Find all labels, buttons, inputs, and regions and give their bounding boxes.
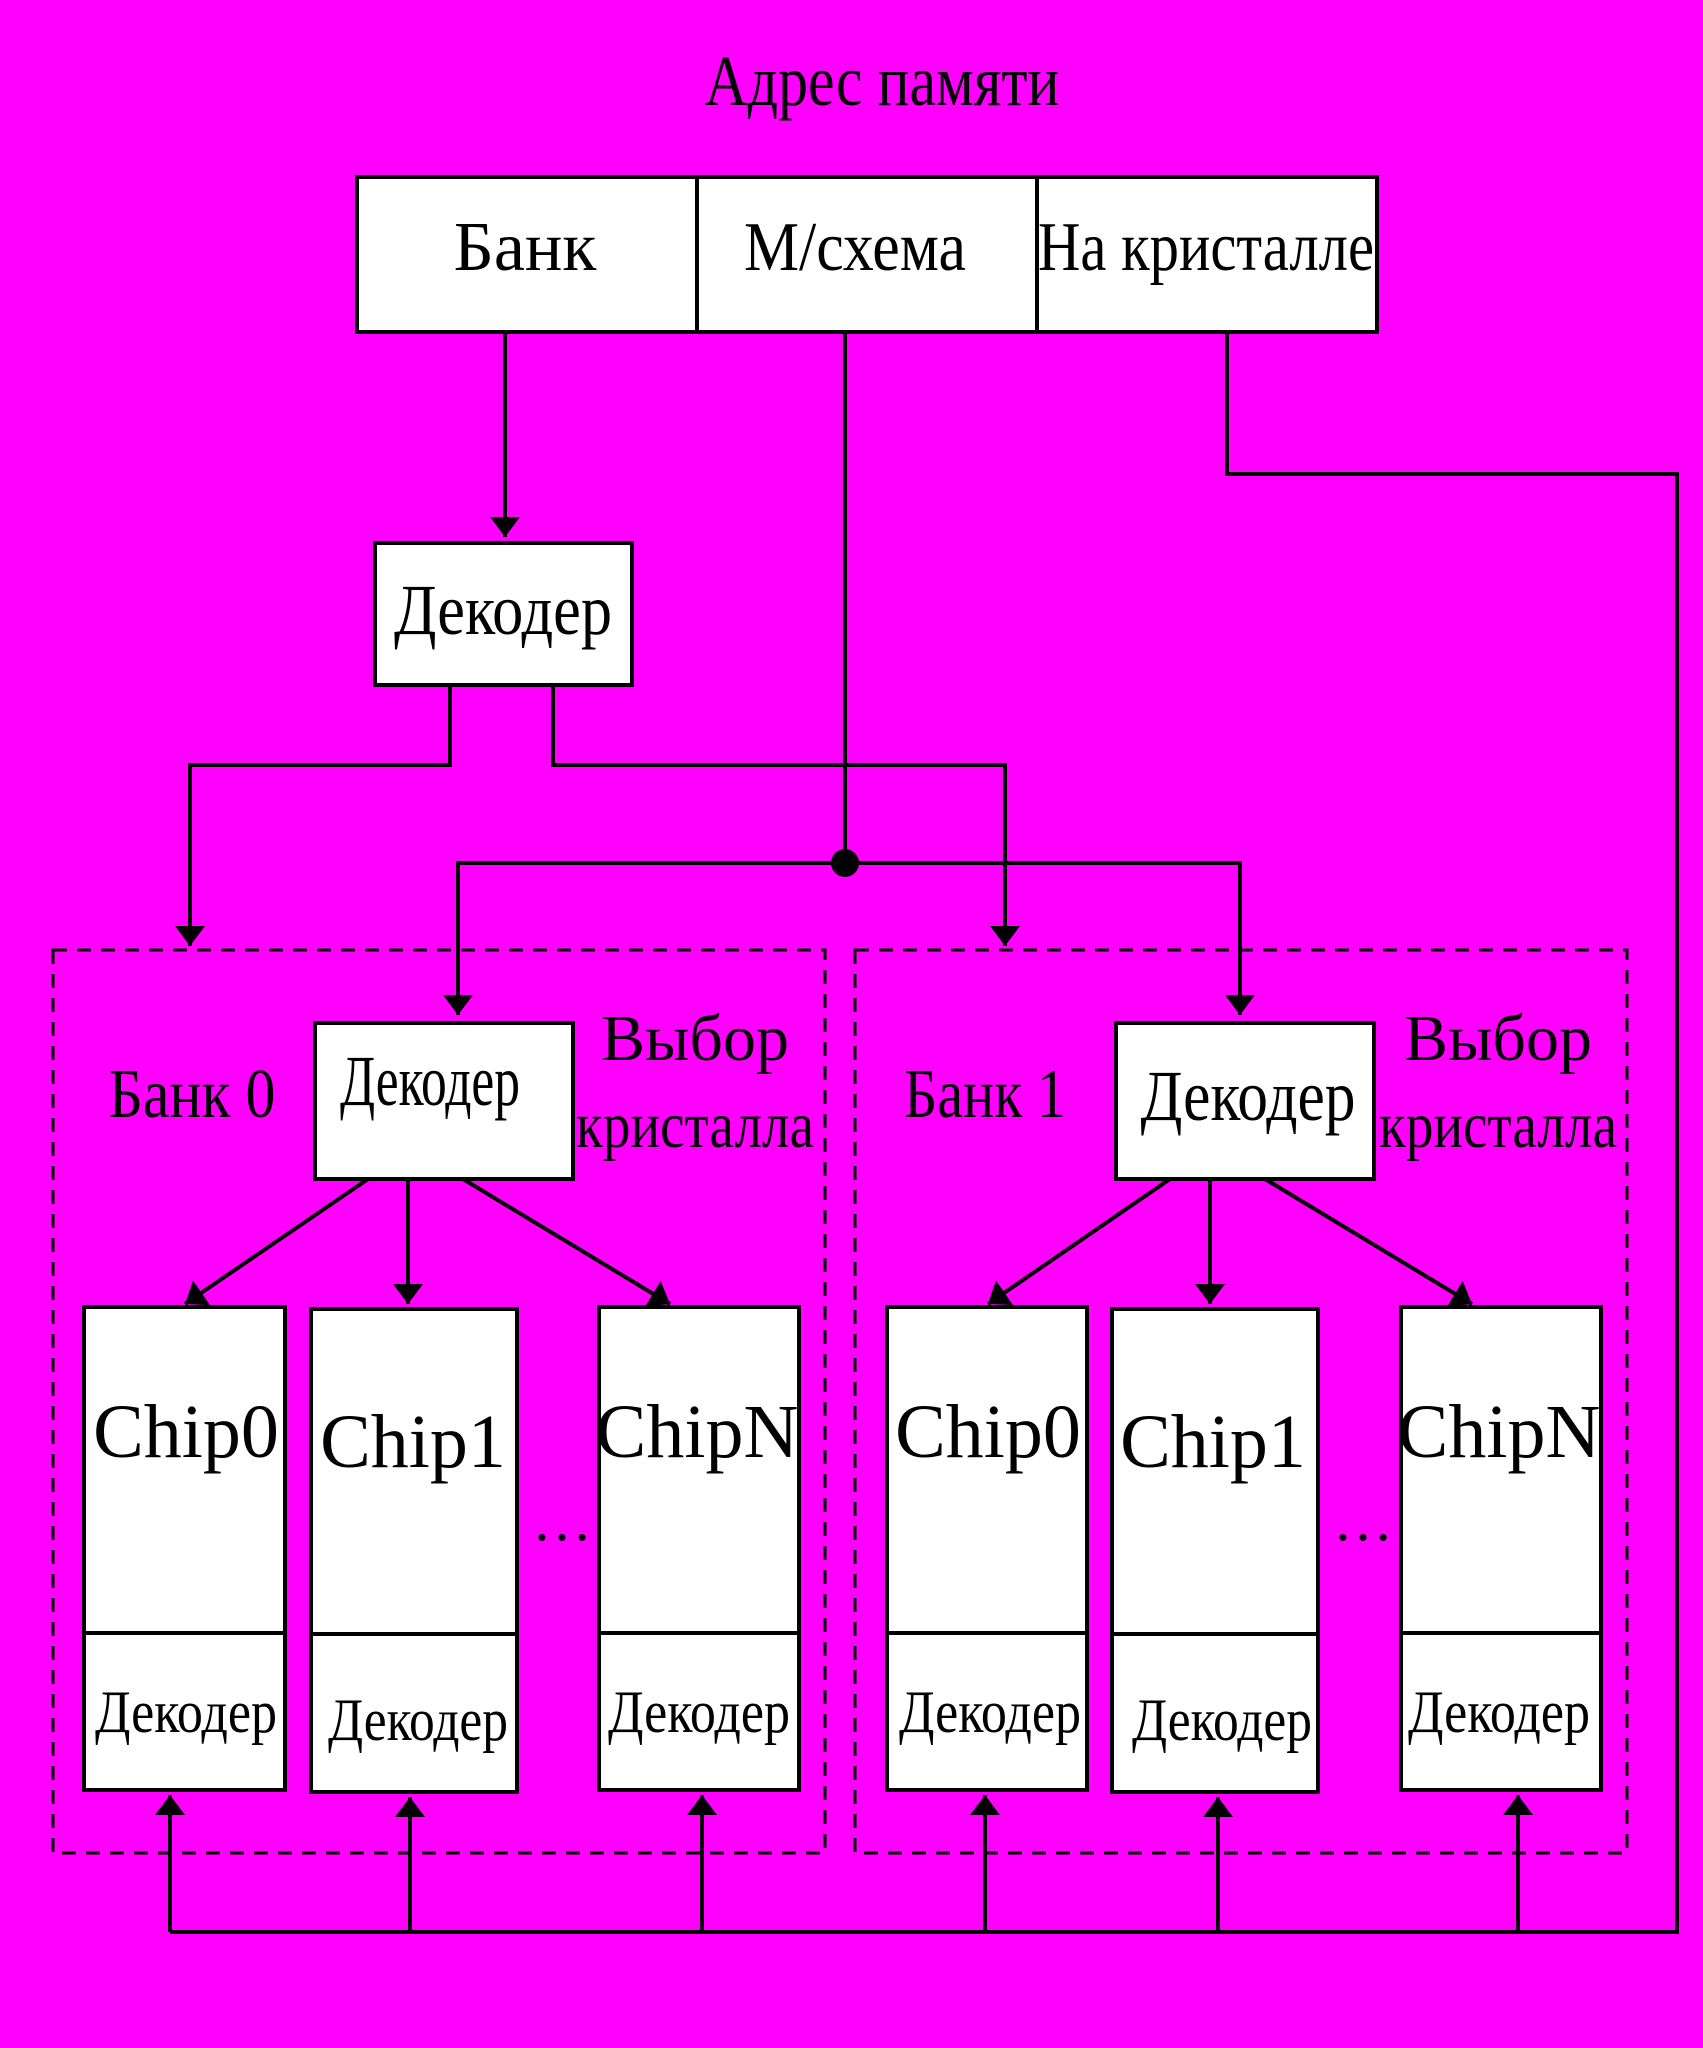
bank-1-select-line2: кристалла — [1379, 1089, 1617, 1162]
bank-1-chip-0: Chip0 Декодер — [885, 1305, 1089, 1792]
chip-name: Chip0 — [895, 1390, 1081, 1474]
chip-name: ChipN — [1398, 1390, 1601, 1474]
address-field-chip: М/схема — [744, 209, 966, 286]
chip-decoder-label: Декодер — [95, 1679, 277, 1745]
bank-0: Банк 0 Декодер Выбор кристалла Chip0 Дек… — [51, 948, 827, 1932]
bank-0-ellipsis: … — [532, 1487, 592, 1553]
bank-1-ellipsis: … — [1333, 1487, 1393, 1553]
chip-name: ChipN — [596, 1390, 799, 1474]
chip-decoder-label: Декодер — [608, 1679, 790, 1745]
bank-0-decoder-label: Декодер — [340, 1041, 520, 1121]
chip-decoder-label: Декодер — [1408, 1679, 1590, 1745]
chip-decoder-label: Декодер — [899, 1679, 1081, 1745]
address-register: Банк М/схема На кристалле — [355, 175, 1379, 334]
bank-1-chip-1: Chip1 Декодер — [1110, 1307, 1320, 1794]
bank-0-chip-0: Chip0 Декодер — [82, 1305, 287, 1792]
bank-1-chip-n: ChipN Декодер — [1398, 1305, 1603, 1792]
bank-0-select-line2: кристалла — [576, 1089, 814, 1162]
bank-0-chip-n: ChipN Декодер — [596, 1305, 801, 1792]
bank-0-label: Банк 0 — [109, 1056, 276, 1133]
diagram-title: Адрес памяти — [705, 41, 1060, 121]
bank-decoder-label: Декодер — [394, 570, 612, 650]
bank-1-select-line1: Выбор — [1404, 1002, 1592, 1075]
chip-name: Chip1 — [1120, 1400, 1306, 1484]
bank-1-decoder-label: Декодер — [1141, 1056, 1356, 1136]
bank-1-label: Банк 1 — [904, 1056, 1066, 1133]
bank-1: Банк 1 Декодер Выбор кристалла Chip0 Дек… — [853, 948, 1629, 1932]
chip-decoder-label: Декодер — [328, 1687, 508, 1753]
bank-decoder: Декодер — [373, 541, 634, 687]
bank-0-select-line1: Выбор — [601, 1002, 789, 1075]
address-wiring — [170, 332, 1679, 1934]
bank-0-chip-1: Chip1 Декодер — [309, 1307, 519, 1794]
chip-decoder-label: Декодер — [1132, 1687, 1312, 1753]
chip-name: Chip0 — [93, 1390, 279, 1474]
address-field-on-chip: На кристалле — [1038, 209, 1374, 286]
chip-name: Chip1 — [320, 1400, 506, 1484]
address-field-bank: Банк — [454, 209, 598, 286]
